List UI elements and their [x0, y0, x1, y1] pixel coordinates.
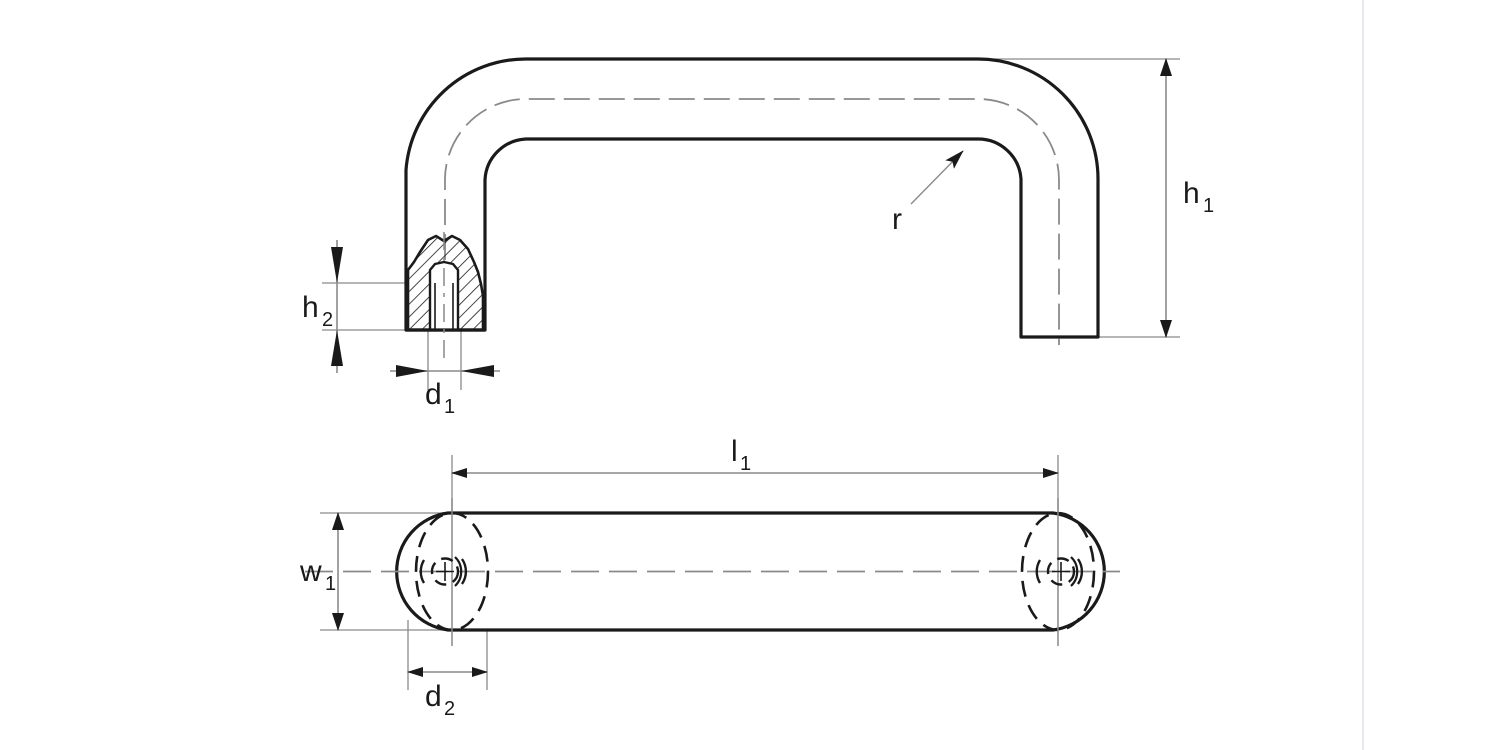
threaded-boss-section	[406, 232, 485, 362]
boss-right-thread-arc-outer	[1035, 559, 1042, 584]
dim-arrow-h2-top	[331, 247, 343, 283]
handle-centre-line	[444, 98, 1060, 345]
dim-arrow-d1-left	[396, 365, 428, 377]
dim-text-h2: h	[302, 291, 319, 324]
dimension-d2: d 2	[407, 667, 488, 720]
dimension-h1: h 1	[1160, 58, 1214, 338]
boss-right-thread-arc-mid	[1070, 556, 1079, 587]
dim-text-w1: w	[299, 555, 322, 588]
boss-right-thread-arc-inner	[1076, 558, 1084, 585]
dimension-d1: d 1	[390, 365, 500, 418]
dim-text-l1: l	[731, 435, 738, 468]
dim-text-r: r	[892, 203, 902, 236]
dim-sub-h2: 2	[322, 309, 333, 331]
dimension-l1: l 1	[451, 435, 1059, 478]
dim-arrow-d1-right	[461, 365, 494, 377]
dim-sub-h1: 1	[1203, 195, 1214, 217]
boss-left-thread-arc-mid	[454, 556, 463, 587]
dim-text-d2: d	[425, 680, 442, 713]
dimension-h2: h 2	[302, 240, 343, 373]
front-elevation-view: h 1 h 2 d 1 r	[302, 57, 1214, 418]
dim-arrow-h2-bottom	[331, 330, 343, 366]
boss-left-thread-arc-inner	[460, 558, 468, 585]
dim-text-d1: d	[425, 378, 442, 411]
boss-right-hole-circle	[1046, 557, 1076, 586]
plan-view: l 1 w 1 d 2	[299, 435, 1120, 720]
dim-text-h1: h	[1183, 177, 1200, 210]
dimension-w1: w 1	[299, 512, 344, 631]
plan-boss-right	[1035, 498, 1084, 646]
leader-line-r	[910, 150, 964, 205]
dimension-r: r	[892, 150, 964, 236]
plan-boss-left	[419, 498, 468, 646]
handle-outer-profile	[404, 57, 1100, 339]
dim-sub-d2: 2	[444, 698, 455, 720]
dim-sub-l1: 1	[740, 453, 751, 475]
boss-left-hole-circle	[430, 557, 460, 586]
dim-sub-d1: 1	[444, 396, 455, 418]
dim-sub-w1: 1	[325, 573, 336, 595]
boss-left-thread-arc-outer	[419, 559, 426, 584]
